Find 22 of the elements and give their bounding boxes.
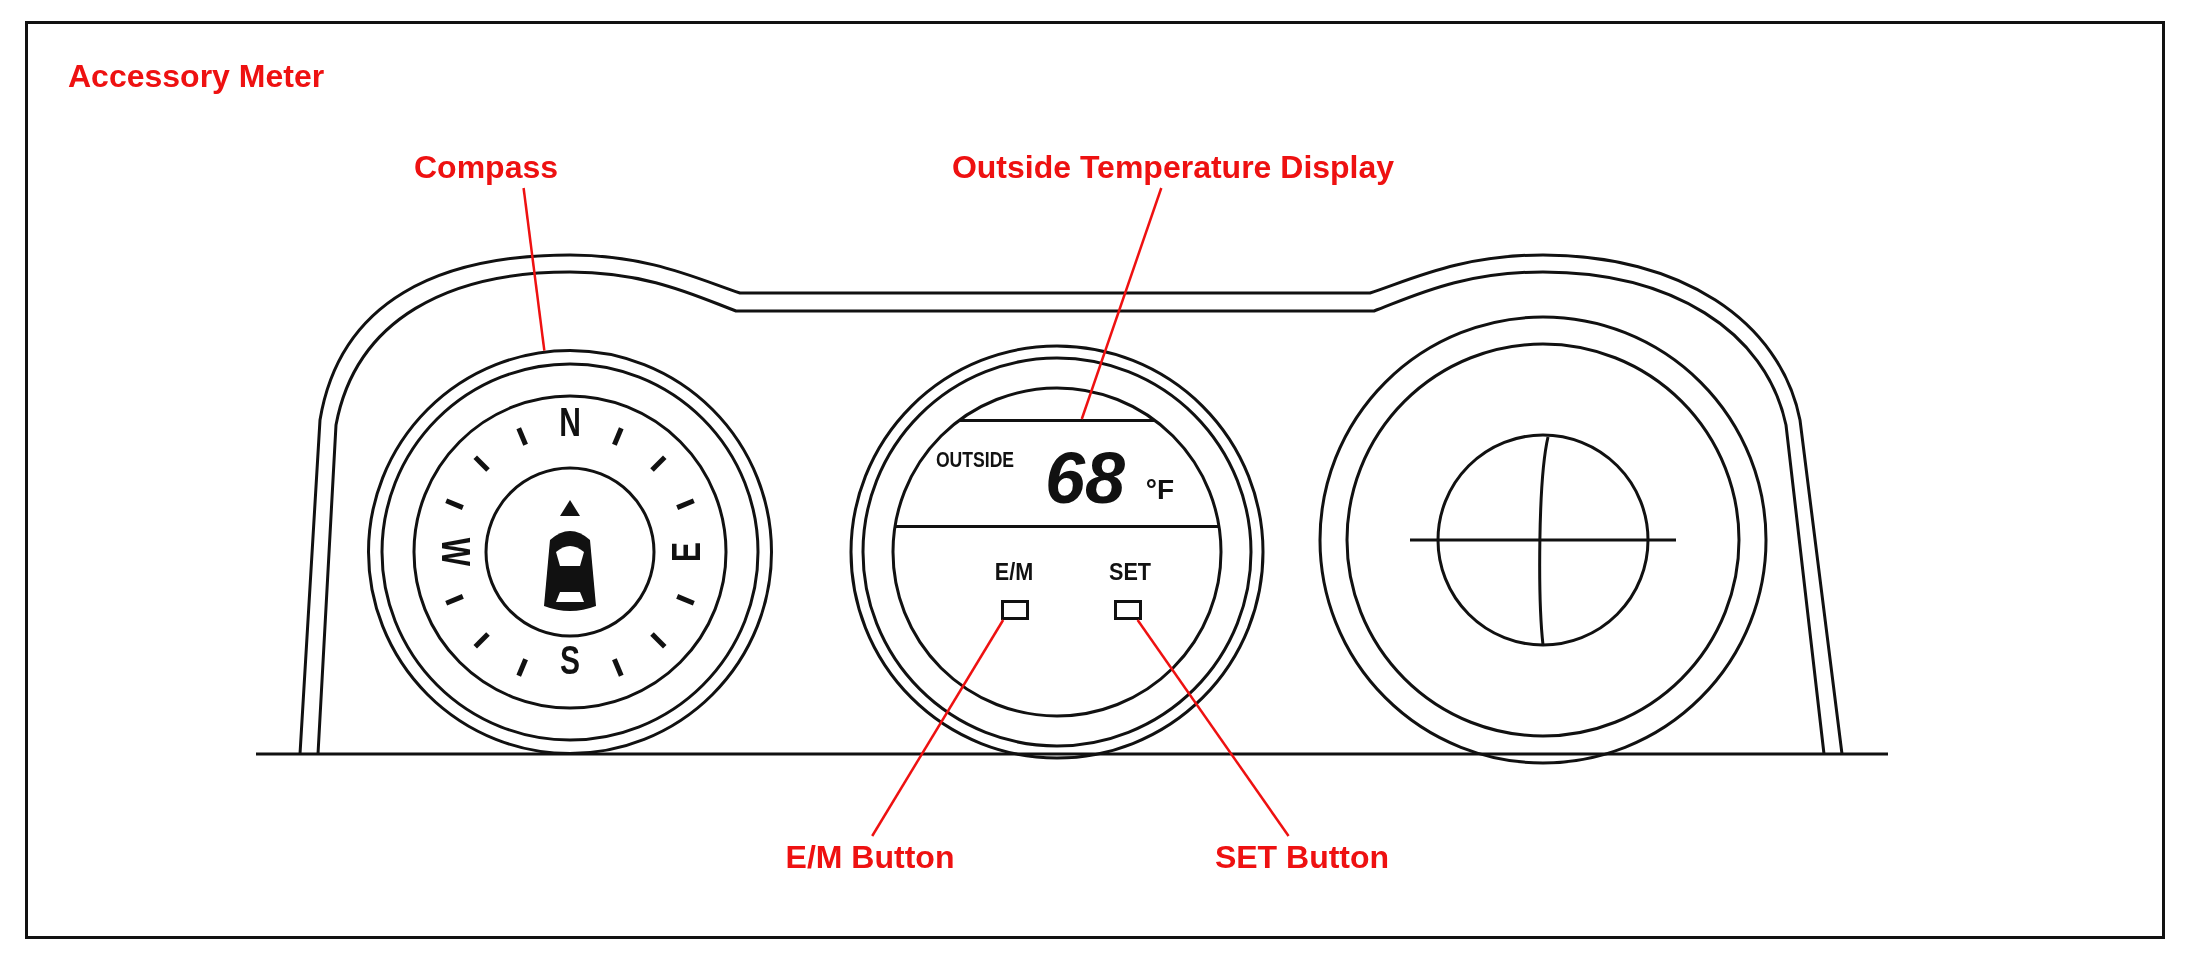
dial-label: E/M [994, 560, 1034, 584]
leader-line [871, 619, 1005, 837]
dial-label: °F [1145, 476, 1175, 504]
compass-dial [367, 349, 773, 755]
dial-label: N [559, 402, 581, 442]
callout-label: Outside Temperature Display [880, 146, 1466, 188]
push-button [1114, 600, 1142, 620]
leader-line [1136, 619, 1290, 837]
leader-line [522, 187, 546, 351]
dial-label: E [666, 542, 706, 562]
push-button [1001, 600, 1029, 620]
callout-label: Compass [392, 146, 580, 188]
diagram-title: Accessory Meter [68, 58, 325, 95]
callout-label: SET Button [1190, 836, 1414, 878]
dial-label: 68 [1044, 442, 1126, 514]
dial-label: OUTSIDE [935, 449, 1015, 471]
dial-label: SET [1109, 560, 1151, 584]
dial-label: W [436, 537, 476, 567]
dial-label: S [560, 640, 580, 680]
callout-label: E/M Button [760, 836, 980, 878]
leader-line [1080, 187, 1163, 420]
temperature-display [893, 419, 1221, 528]
